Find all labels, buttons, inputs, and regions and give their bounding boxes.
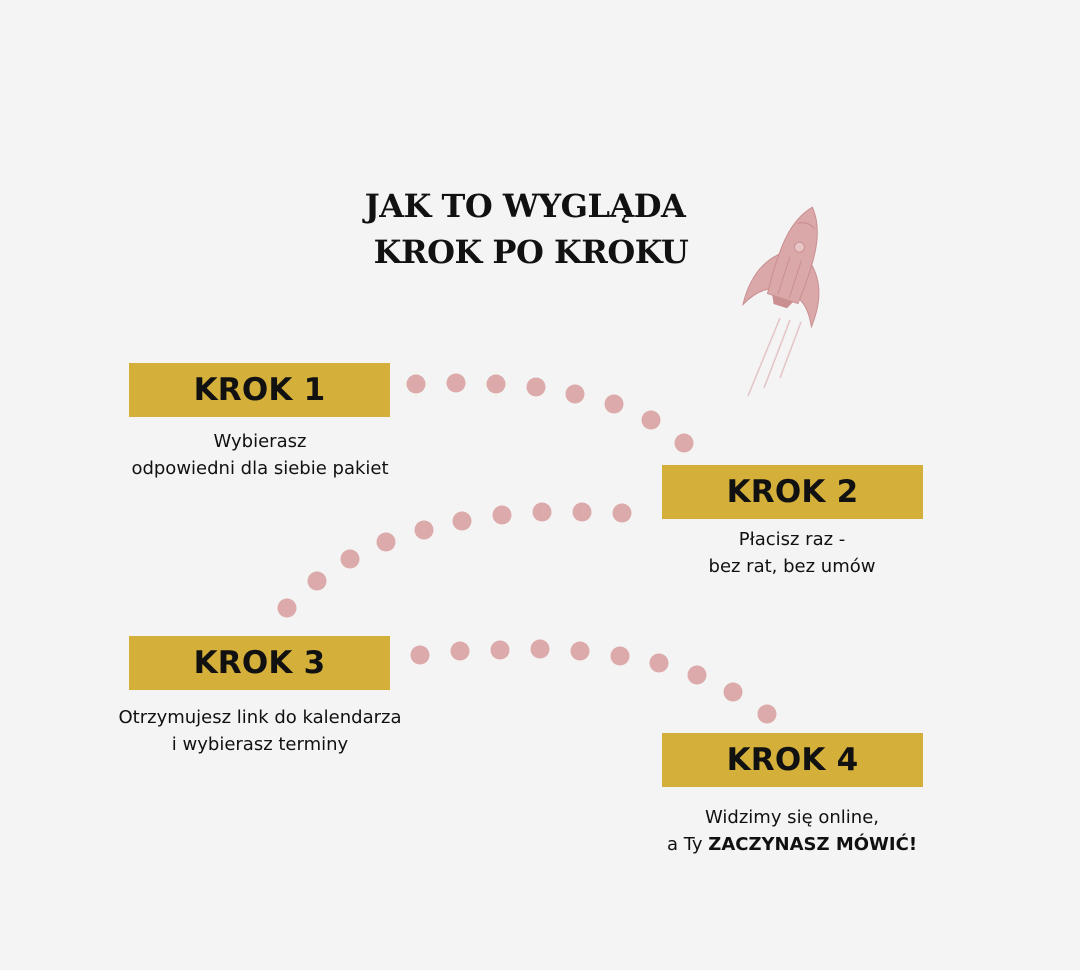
connector-dot xyxy=(723,682,743,702)
step-2-desc-line-1: Płacisz raz - xyxy=(738,529,846,550)
connector-dot xyxy=(277,598,297,618)
connector-dot xyxy=(490,640,510,660)
step-1-label: KROK 1 xyxy=(193,372,326,408)
connector-dot xyxy=(570,641,590,661)
step-3-desc-line-2: i wybierasz terminy xyxy=(171,734,349,755)
step-4-description: Widzimy się online, a Ty ZACZYNASZ MÓWIĆ… xyxy=(612,804,972,858)
connector-dot xyxy=(414,520,434,540)
connector-dot xyxy=(532,502,552,522)
connector-dot xyxy=(340,549,360,569)
connector-dot xyxy=(612,503,632,523)
step-2-desc-line-2: bez rat, bez umów xyxy=(708,556,876,577)
connector-dot xyxy=(530,639,550,659)
connector-dot xyxy=(641,410,661,430)
step-4-desc-line-2: a Ty ZACZYNASZ MÓWIĆ! xyxy=(612,831,972,858)
rocket-trail-line xyxy=(747,317,781,397)
rocket-window xyxy=(793,241,805,253)
step-3-desc-line-1: Otrzymujesz link do kalendarza xyxy=(118,707,402,728)
connector-dot xyxy=(757,704,777,724)
step-3-label: KROK 3 xyxy=(193,645,326,681)
connector-dot xyxy=(492,505,512,525)
step-4-desc-line-2-prefix: a Ty xyxy=(666,834,709,855)
connector-dot xyxy=(410,645,430,665)
connector-dot xyxy=(526,377,546,397)
step-1-description: Wybierasz odpowiedni dla siebie pakiet xyxy=(80,428,440,482)
connector-dot xyxy=(307,571,327,591)
connector-dot xyxy=(610,646,630,666)
connector-dot xyxy=(649,653,669,673)
connector-dot xyxy=(486,374,506,394)
step-1-desc-line-1: Wybierasz xyxy=(213,431,307,452)
step-4-desc-line-1: Widzimy się online, xyxy=(705,807,879,828)
step-2-box: KROK 2 xyxy=(662,465,923,519)
connector-dot xyxy=(572,502,592,522)
step-4-box: KROK 4 xyxy=(662,733,923,787)
connector-dot xyxy=(376,532,396,552)
connector-dot xyxy=(450,641,470,661)
rocket-trail-line xyxy=(763,319,791,389)
rocket-fin-left xyxy=(742,252,782,307)
page-title-line-1: JAK TO WYGLĄDA xyxy=(364,187,686,225)
rocket-detail-line xyxy=(788,260,802,299)
step-4-desc-line-2-strong: ZACZYNASZ MÓWIĆ! xyxy=(708,834,918,855)
connector-dot xyxy=(452,511,472,531)
connector-dot xyxy=(446,373,466,393)
step-4-label: KROK 4 xyxy=(726,742,859,778)
rocket-detail-line xyxy=(777,256,791,295)
connector-dot xyxy=(604,394,624,414)
step-2-description: Płacisz raz - bez rat, bez umów xyxy=(612,526,972,580)
rocket-fin-right xyxy=(795,262,820,329)
rocket-icon xyxy=(742,206,820,397)
step-2-label: KROK 2 xyxy=(726,474,859,510)
step-3-description: Otrzymujesz link do kalendarza i wybiera… xyxy=(80,704,440,758)
dotted-connectors xyxy=(277,373,777,724)
connector-dot xyxy=(687,665,707,685)
connector-dot xyxy=(674,433,694,453)
connector-dot xyxy=(565,384,585,404)
rocket-nose-stripe xyxy=(797,222,816,230)
step-1-box: KROK 1 xyxy=(129,363,390,417)
connector-dot xyxy=(406,374,426,394)
step-1-desc-line-2: odpowiedni dla siebie pakiet xyxy=(131,458,389,479)
step-3-box: KROK 3 xyxy=(129,636,390,690)
rocket-nozzle xyxy=(772,295,794,309)
page-title-line-2: KROK PO KROKU xyxy=(373,233,689,271)
rocket-trail-line xyxy=(779,321,802,379)
